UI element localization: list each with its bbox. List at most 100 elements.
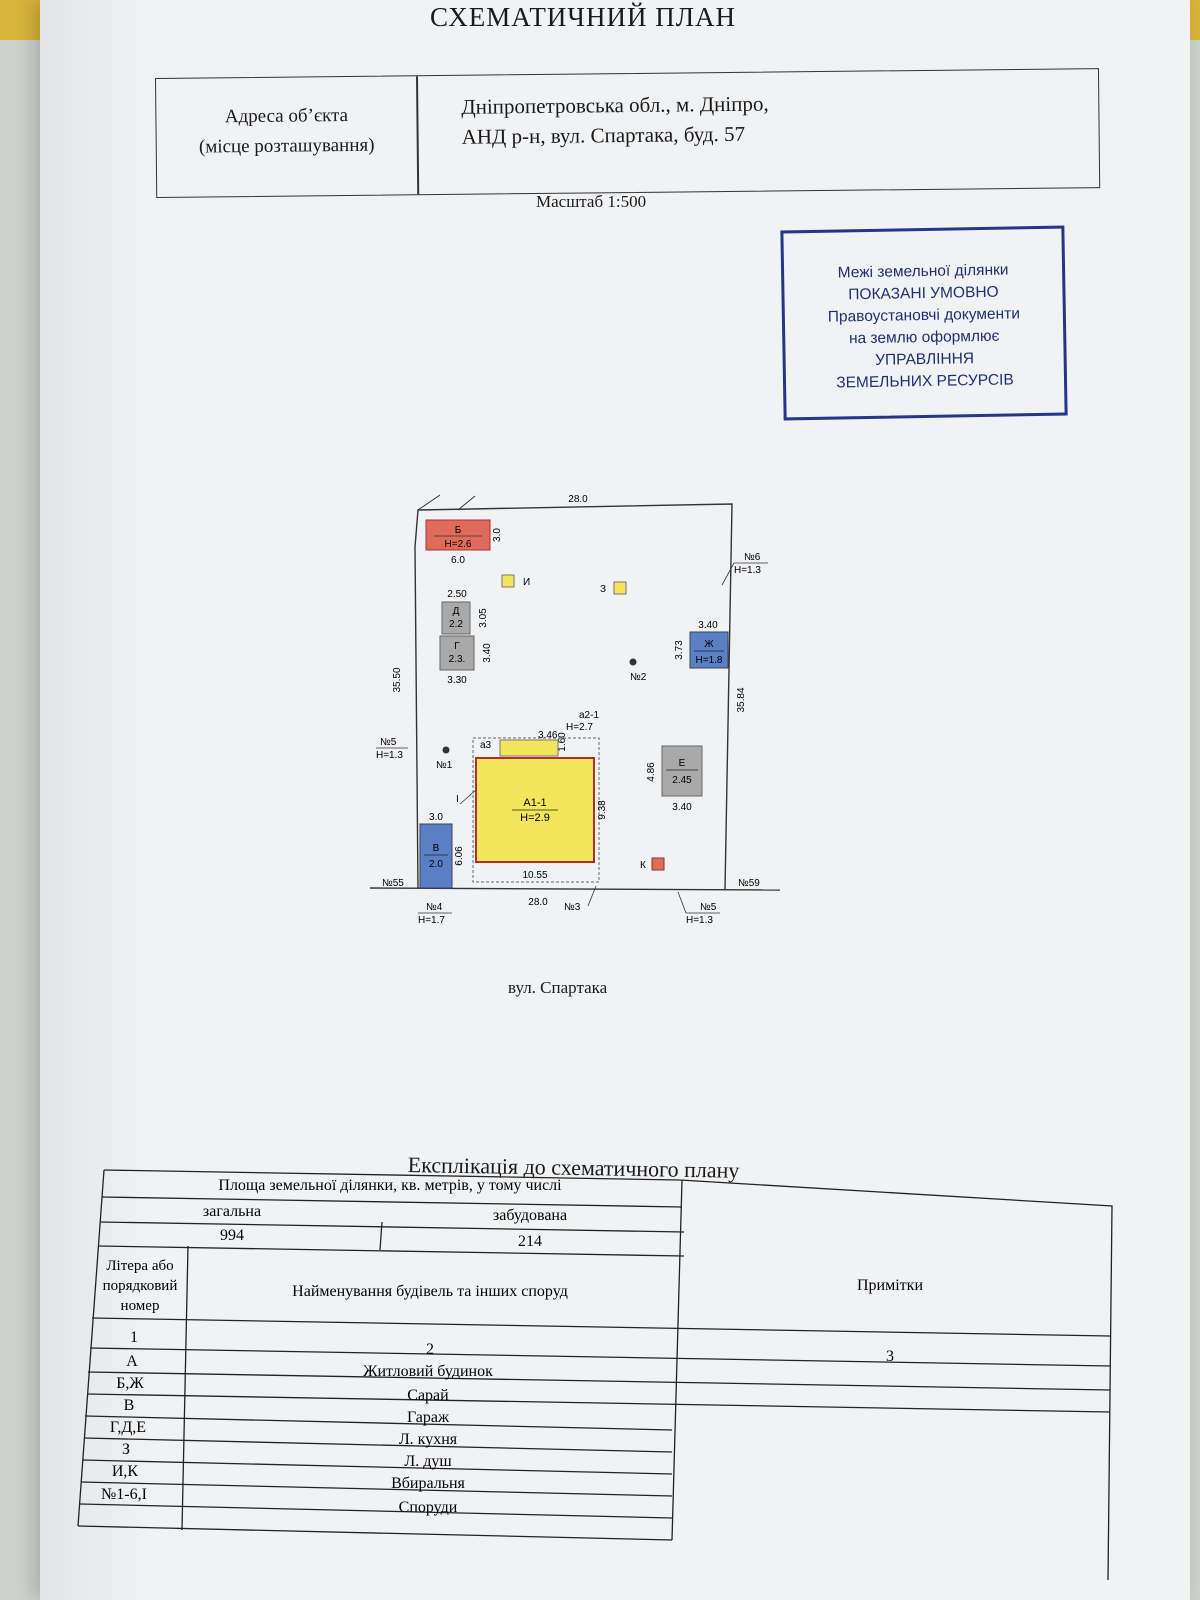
building-v-height: 2.0	[429, 859, 443, 870]
table-rule	[99, 1221, 685, 1233]
dim-right: 35.84	[736, 687, 747, 712]
explication-rows: А Житловий будинок Б,Ж Сарай В Гараж Г,Д…	[101, 1353, 493, 1516]
table-rule	[89, 1347, 1111, 1367]
col1-number: 1	[130, 1329, 138, 1346]
row-name: Л. кухня	[399, 1431, 458, 1448]
built-label: забудована	[493, 1207, 567, 1224]
address-label-line2: (місце розташування)	[198, 134, 375, 158]
dim-e-height: 4.86	[646, 762, 657, 782]
building-g-letter: Г	[454, 641, 460, 652]
address-label-line1: Адреса об’єкта	[224, 104, 349, 128]
row-letter: В	[124, 1397, 135, 1414]
table-border-bottom	[77, 1525, 673, 1541]
dim-b-width: 6.0	[451, 555, 465, 566]
building-v	[419, 823, 453, 889]
dim-g-height: 3.40	[482, 643, 493, 663]
address-value: Дніпропетровська обл., м. Дніпро, АНД р-…	[461, 89, 769, 152]
structure-2-marker	[629, 658, 637, 666]
leader-line	[721, 562, 735, 586]
dim-a-width: 10.55	[522, 870, 547, 881]
stamp-line: ЗЕМЕЛЬНИХ РЕСУРСІВ	[836, 371, 1014, 392]
dim-zh-height: 3.73	[674, 640, 685, 660]
leader-line	[587, 885, 597, 907]
marker-5-left: №5	[380, 737, 397, 748]
structure-1-marker	[442, 746, 450, 754]
dim-top: 28.0	[568, 494, 588, 505]
table-rule	[87, 1371, 1111, 1391]
dim-zh-width: 3.40	[698, 620, 718, 631]
row-name: Сарай	[407, 1387, 449, 1404]
building-zh	[689, 631, 729, 669]
col2-number: 2	[426, 1341, 434, 1358]
building-a3-label: а3	[480, 740, 492, 751]
row-letter: И,К	[112, 1463, 139, 1480]
building-i	[501, 574, 515, 588]
building-k-label: К	[640, 860, 646, 871]
explication-table: Площа земельної ділянки, кв. метрів, у т…	[77, 1169, 1113, 1580]
building-b-letter: Б	[455, 525, 462, 536]
neighbor-59-label: №59	[738, 878, 760, 889]
marker-3: №3	[564, 902, 581, 913]
site-plan: 28.0 35.50 35.84 28.0 Б Н=2.6 6.0 3.0 И …	[369, 494, 781, 926]
row-letter: №1-6,І	[101, 1486, 147, 1503]
building-zh-height: Н=1.8	[696, 655, 723, 666]
boundary-tick	[417, 494, 441, 511]
total-value: 994	[220, 1227, 244, 1244]
row-name: Вбиральня	[391, 1475, 465, 1492]
dim-a-height: 9.38	[597, 800, 608, 820]
table-rule	[101, 1196, 683, 1208]
dim-v-width: 3.0	[429, 812, 443, 823]
building-k	[651, 857, 665, 871]
table-rule	[86, 1393, 1111, 1413]
address-value-line1: Дніпропетровська обл., м. Дніпро,	[461, 91, 769, 119]
table-rule	[80, 1481, 673, 1497]
dim-a2-width: 3.46	[538, 730, 558, 741]
marker-5-right: №5	[700, 902, 717, 913]
building-zh-letter: Ж	[704, 639, 714, 650]
table-rule	[81, 1459, 673, 1475]
main-building-outline	[472, 737, 600, 883]
building-g-height: 2.3.	[449, 654, 466, 665]
plot-boundary	[414, 503, 733, 891]
building-a-letter: А1-1	[523, 797, 546, 809]
dim-e-width: 3.40	[672, 802, 692, 813]
marker-5-right-height: Н=1.3	[686, 915, 713, 926]
structure-2-label: №2	[630, 672, 647, 683]
leader-line	[677, 891, 687, 914]
dim-bottom: 28.0	[528, 897, 548, 908]
table-col-divider	[181, 1245, 189, 1531]
document-page	[40, 0, 1190, 1600]
row-name: Л. душ	[404, 1453, 452, 1470]
page-title: СХЕМАТИЧНИЙ ПЛАН	[430, 2, 737, 32]
col2-header: Найменування будівель та інших споруд	[292, 1283, 568, 1300]
marker-4-height: Н=1.7	[418, 915, 445, 926]
building-a2-letter: а2-1	[579, 710, 599, 721]
dim-a2-height: 1.60	[557, 732, 568, 752]
building-a2-height: Н=2.7	[566, 722, 593, 733]
building-b	[425, 519, 491, 551]
building-i-label: И	[523, 577, 530, 588]
row-letter: А	[126, 1353, 138, 1370]
building-z-label: З	[600, 584, 606, 595]
table-col-divider	[379, 1221, 383, 1251]
row-name: Гараж	[407, 1409, 450, 1426]
dim-b-height: 3.0	[492, 528, 503, 542]
leader-line	[459, 789, 477, 805]
street-label: вул. Спартака	[508, 978, 608, 997]
col1-header-line2: порядковий	[103, 1278, 178, 1294]
building-z	[613, 581, 627, 595]
address-table: Адреса об’єкта (місце розташування) Дніп…	[155, 68, 1101, 198]
dim-d-width: 2.50	[447, 589, 467, 600]
scale-label: Масштаб 1:500	[536, 192, 647, 211]
left-boundary	[414, 546, 419, 889]
address-label: Адреса об’єкта (місце розташування)	[156, 100, 417, 163]
table-col-divider	[671, 1179, 683, 1541]
building-e	[661, 745, 703, 797]
table-rule	[91, 1317, 1111, 1337]
marker-5-left-height: Н=1.3	[376, 750, 403, 761]
page-fold-shadow	[40, 0, 150, 1600]
built-value: 214	[518, 1233, 542, 1250]
area-header: Площа земельної ділянки, кв. метрів, у т…	[218, 1177, 562, 1194]
building-a2	[499, 739, 559, 757]
col1-header-line3: номер	[121, 1298, 160, 1314]
